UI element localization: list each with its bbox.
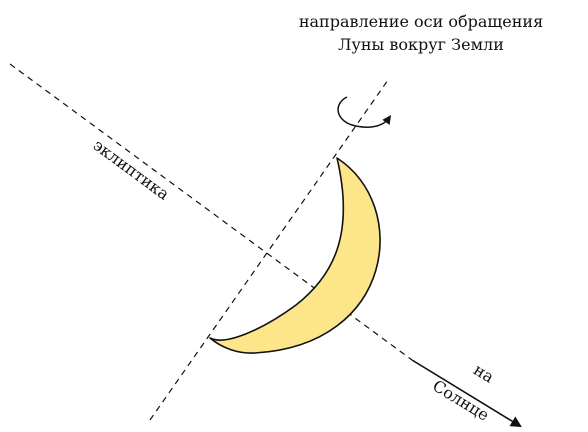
ecliptic-label: эклиптика (90, 135, 174, 204)
axis-title-line2: Луны вокруг Земли (338, 35, 504, 54)
to-sun-label-line1: на (470, 360, 498, 387)
axis-title-line1: направление оси обращения (299, 12, 543, 31)
moon-crescent (210, 158, 380, 353)
rotation-direction-arrow (338, 97, 389, 127)
